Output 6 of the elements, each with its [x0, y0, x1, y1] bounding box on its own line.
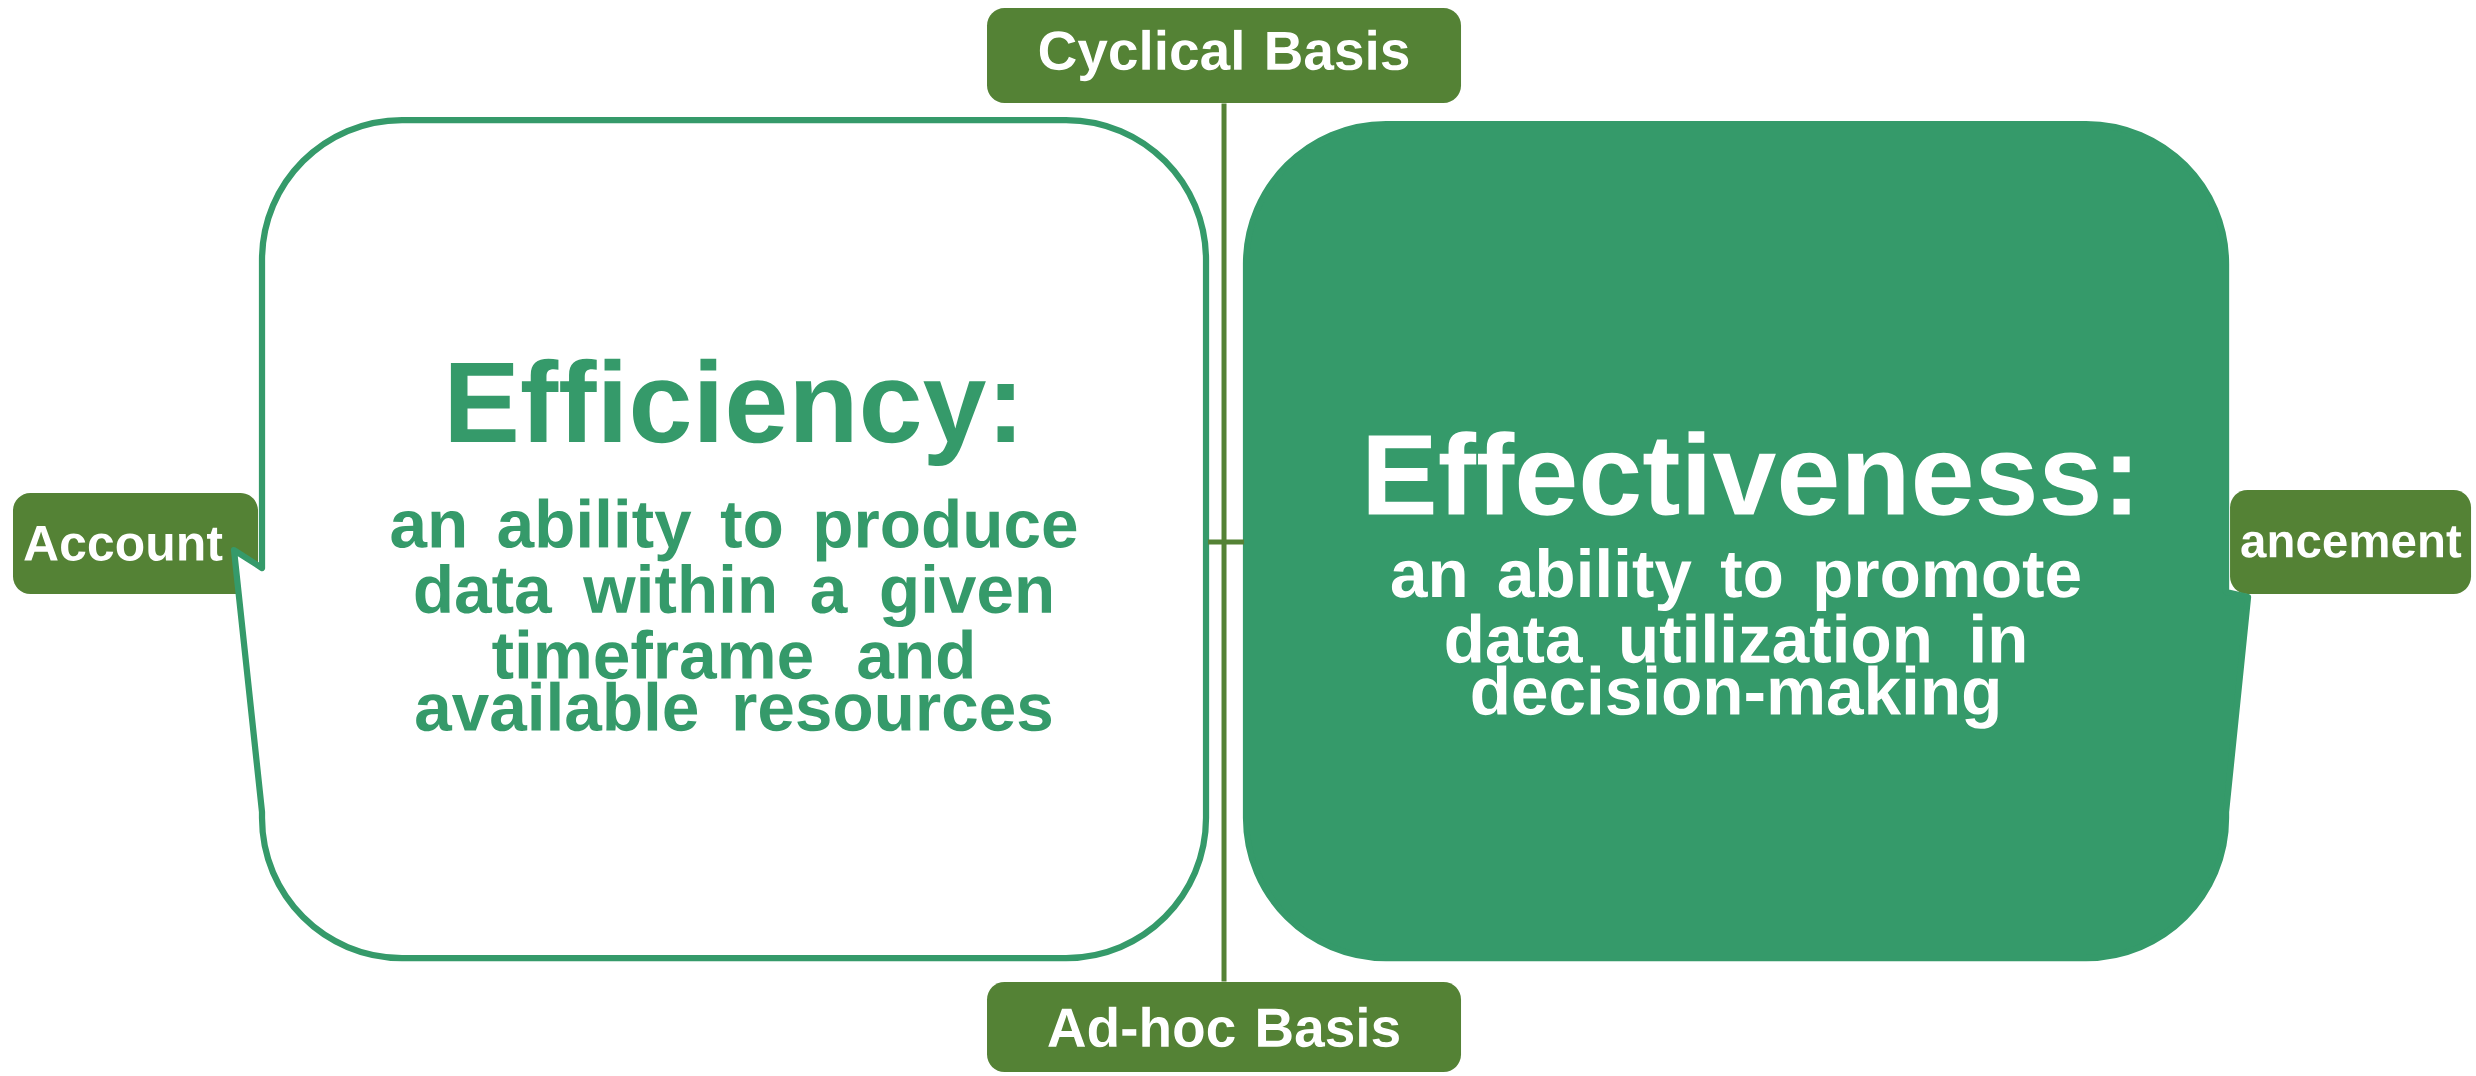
callout-bubble: Efficiency: an ability to produce data within a given timeframe and available resources	[230, 116, 1210, 962]
connector-line	[1221, 103, 1227, 982]
label-box: Cyclical Basis	[987, 8, 1461, 103]
label-box: Account	[13, 493, 258, 595]
label-box: ancement	[2230, 490, 2472, 595]
label-box: Ad-hoc Basis	[987, 982, 1461, 1073]
